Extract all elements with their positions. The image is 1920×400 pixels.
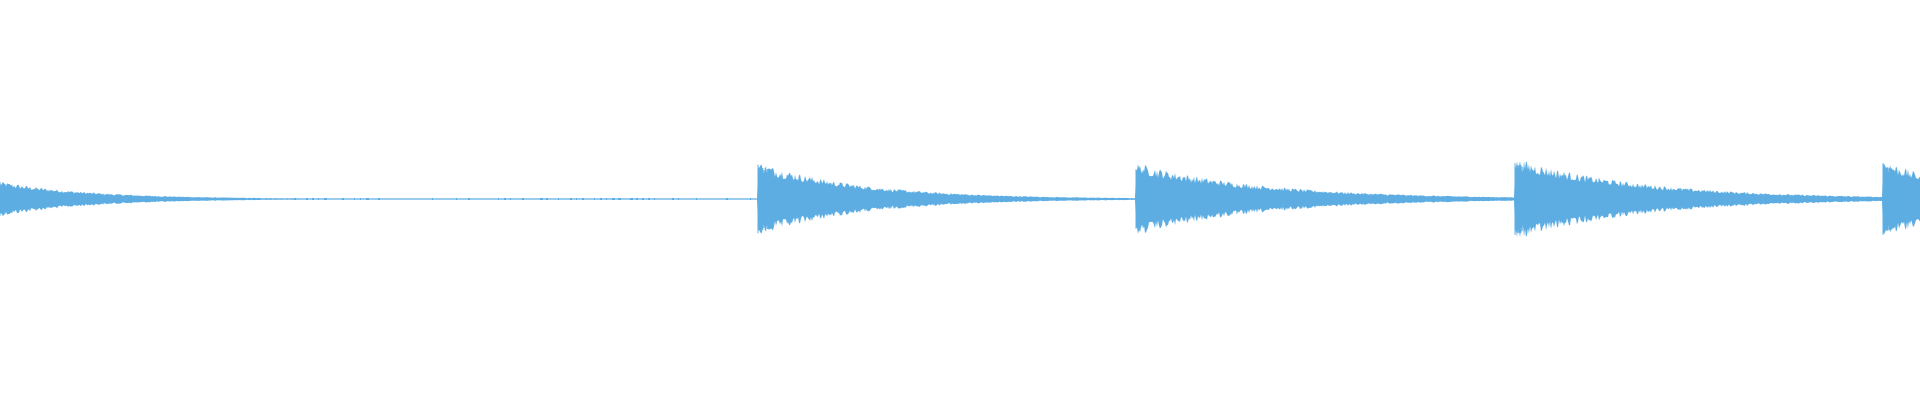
waveform-residue	[342, 198, 344, 200]
waveform-residue	[366, 198, 369, 200]
waveform-residue	[522, 198, 524, 200]
waveform-residue	[540, 198, 543, 200]
waveform-residue	[378, 198, 380, 200]
waveform-residue	[606, 198, 607, 200]
waveform-residue	[360, 198, 361, 200]
waveform-residue	[546, 198, 548, 200]
waveform-residue	[306, 198, 308, 200]
waveform-residue	[654, 198, 655, 200]
waveform-residue	[324, 198, 327, 200]
waveform-residue	[696, 198, 697, 200]
waveform-residue	[672, 198, 674, 200]
waveform-residue	[636, 198, 638, 200]
waveform-residue	[468, 198, 470, 200]
waveform-residue	[456, 198, 457, 200]
waveform-envelope	[0, 160, 1920, 238]
waveform-residue	[510, 198, 511, 200]
waveform-residue	[750, 198, 751, 200]
waveform-residue	[558, 198, 559, 200]
waveform-residue	[618, 198, 621, 200]
waveform-residue	[582, 198, 584, 200]
waveform-residue	[498, 198, 499, 200]
waveform-residue	[726, 198, 728, 200]
waveform-residue	[630, 198, 633, 200]
waveform-residue	[354, 198, 355, 200]
waveform-residue	[648, 198, 650, 200]
waveform-residue	[432, 198, 433, 200]
waveform-trace	[0, 160, 1920, 238]
waveform-residue	[642, 198, 644, 200]
waveform-residue	[600, 198, 602, 200]
waveform-residue	[576, 198, 577, 200]
waveform-residue	[318, 198, 319, 200]
waveform-residue	[594, 198, 595, 200]
waveform-residue	[294, 198, 296, 200]
waveform-residue	[678, 198, 679, 200]
waveform-residue	[312, 198, 314, 200]
waveform-residue	[504, 198, 506, 200]
waveform-residue	[570, 198, 572, 200]
waveform-residue	[612, 198, 615, 200]
